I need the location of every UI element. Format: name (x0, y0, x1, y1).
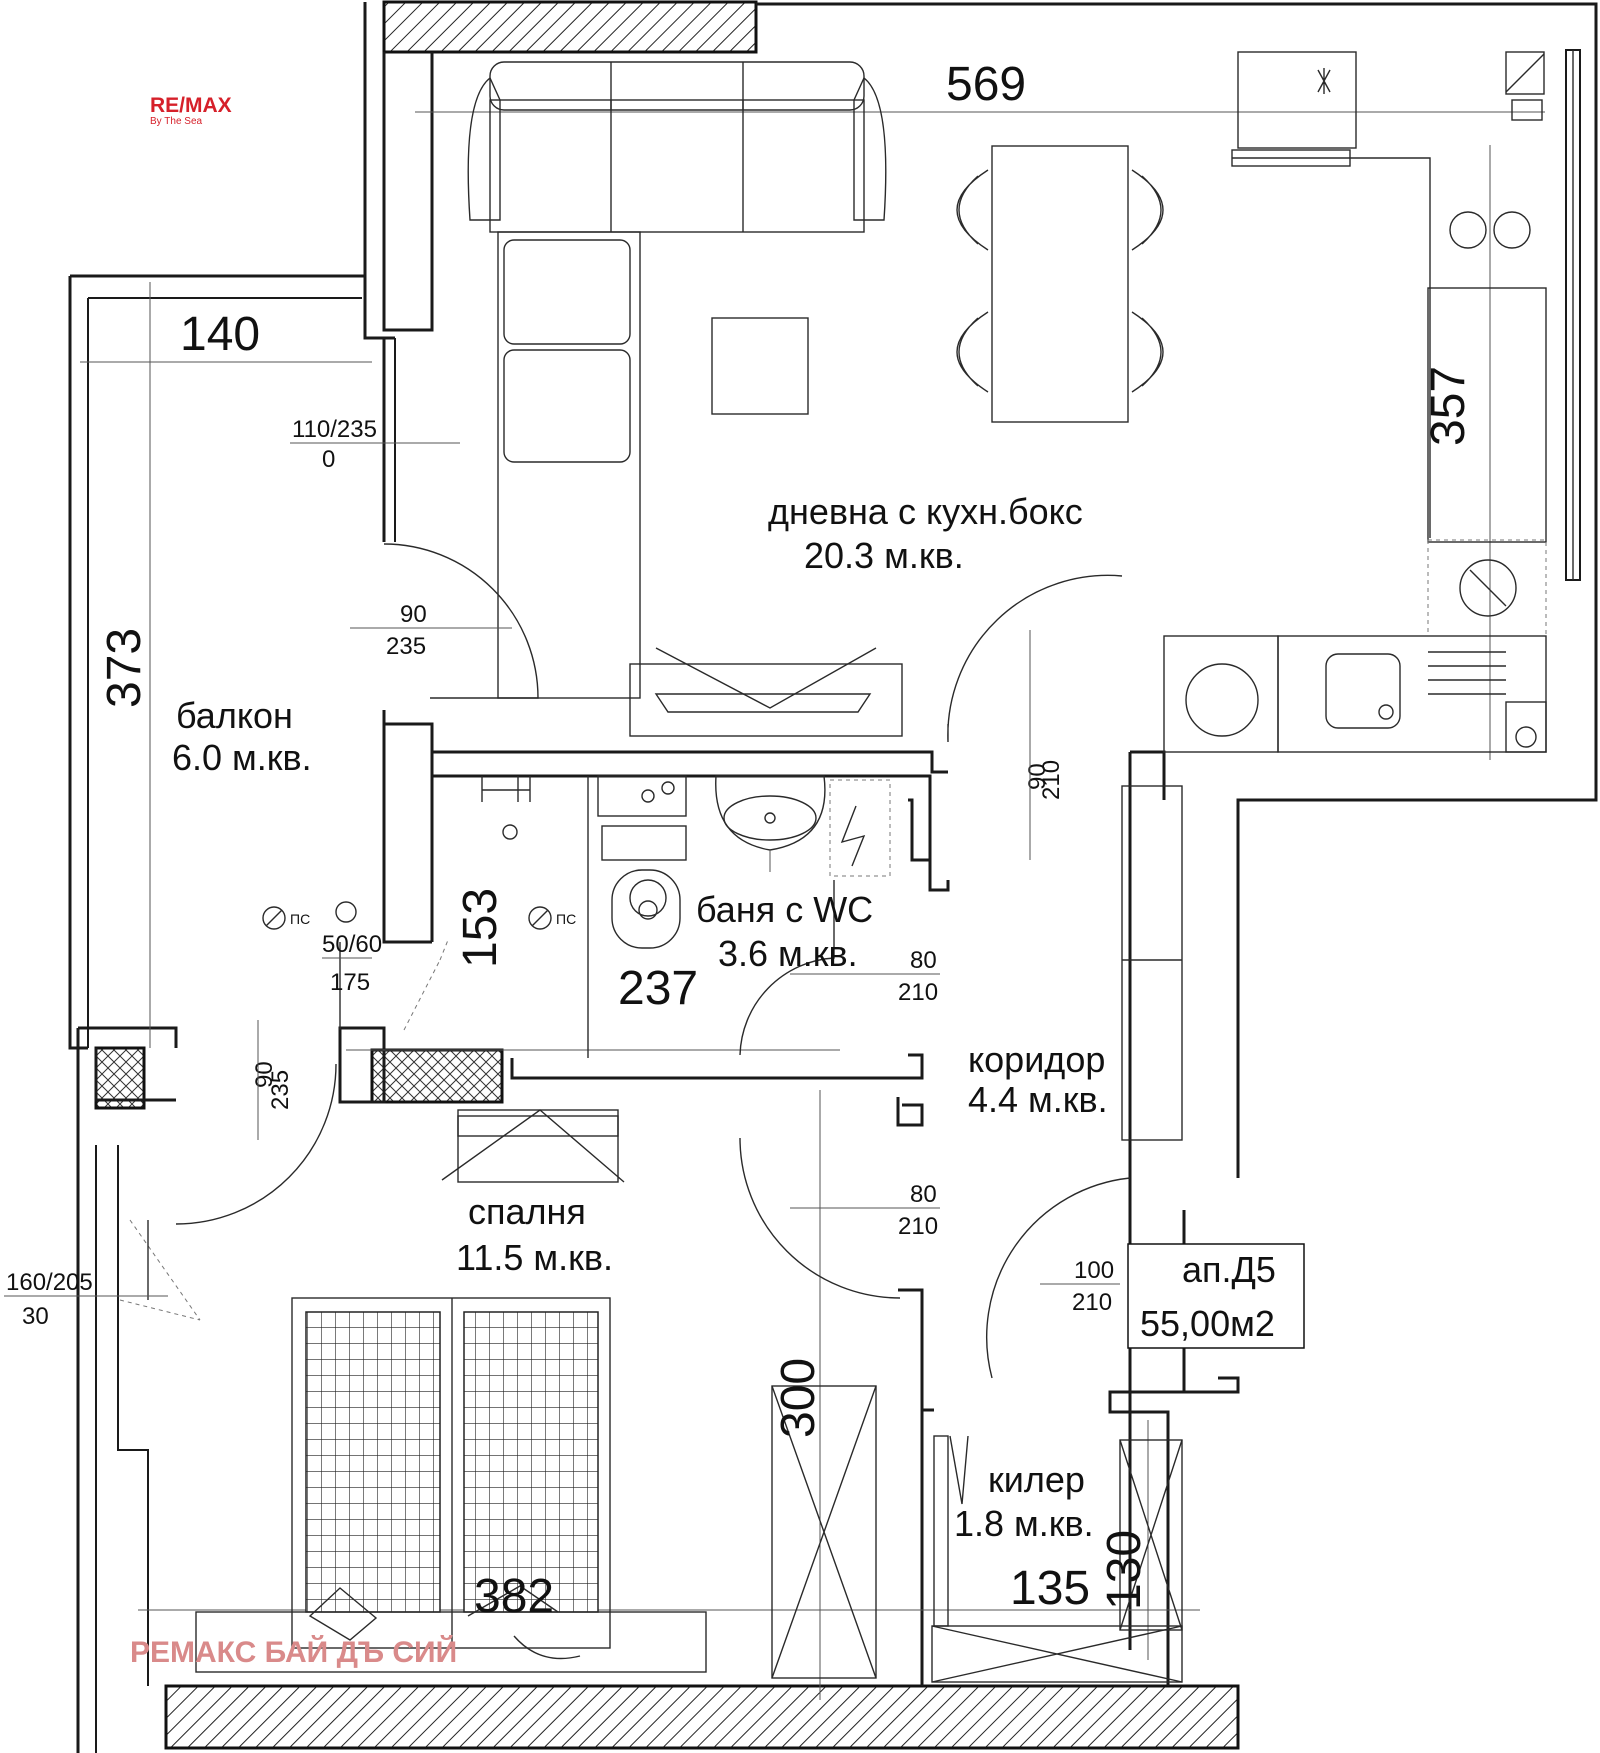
win-bedroom-top: 160/205 (6, 1269, 93, 1296)
walls (68, 0, 1598, 1753)
win-small-top: 50/60 (322, 931, 382, 958)
remax-logo: RE/MAX By The Sea (150, 94, 232, 127)
tv-unit (629, 647, 903, 737)
storage-shelves (931, 1435, 1183, 1683)
kitchen-counter (1163, 51, 1547, 753)
opening-labels: 110/235 0 90 235 90 210 50/60 175 80 210… (4, 416, 1120, 1330)
washbasin (715, 775, 826, 851)
win-balcony-top: 110/235 (292, 416, 377, 443)
room-bedroom-name: спалня (468, 1191, 586, 1232)
win-balcony-bottom: 0 (322, 446, 335, 473)
room-corridor-area: 4.4 м.кв. (968, 1079, 1108, 1120)
dining-table (956, 145, 1164, 423)
kitchen-sink (1325, 653, 1401, 729)
toilet (611, 869, 681, 949)
dim-storage-width: 135 (1010, 1562, 1090, 1615)
corridor-wardrobe (1121, 785, 1183, 1141)
watermark-text: РЕМАКС БАЙ ДЪ СИЙ (130, 1635, 457, 1669)
shaft-markers: ПС ПС (262, 901, 576, 930)
dim-living-width: 569 (946, 58, 1026, 111)
room-balcony-area: 6.0 м.кв. (172, 737, 312, 778)
top-structural-wall (382, 0, 758, 54)
bottom-structural-wall (164, 1684, 1240, 1750)
shaft-label-balcony: ПС (290, 911, 310, 927)
room-balcony-name: балкон (176, 695, 293, 736)
dim-wardrobe-length: 300 (772, 1358, 825, 1438)
sofa (467, 61, 887, 699)
room-labels: дневна с кухн.бокс 20.3 м.кв. балкон 6.0… (172, 491, 1108, 1544)
dimension-lines (80, 111, 1545, 1700)
column-middle (370, 1048, 504, 1104)
room-bedroom-area: 11.5 м.кв. (456, 1237, 613, 1278)
washing-machine (1163, 635, 1279, 753)
dim-balcony-width: 140 (180, 308, 260, 361)
dim-bath-inner: 153 (454, 888, 507, 968)
door-living-balcony-bottom: 235 (386, 633, 426, 660)
logo-tagline: By The Sea (150, 116, 203, 127)
apartment-area: 55,00м2 (1140, 1303, 1275, 1344)
boiler (829, 779, 891, 877)
door-bed-balcony-top: 90 (251, 1061, 278, 1088)
apartment-info-box: ап.Д5 55,00м2 (1127, 1243, 1305, 1349)
room-living-name: дневна с кухн.бокс (768, 491, 1083, 532)
dimension-values: 569 357 140 373 153 237 382 300 135 130 (98, 58, 1475, 1623)
door-living-balcony-top: 90 (400, 601, 427, 628)
door-bath-top: 80 (910, 947, 937, 974)
room-living-area: 20.3 м.кв. (804, 535, 964, 576)
door-entrance-bottom: 210 (1072, 1289, 1112, 1316)
apartment-code: ап.Д5 (1182, 1249, 1276, 1290)
dresser (441, 1109, 625, 1183)
dim-balcony-height: 373 (98, 628, 151, 708)
room-storage-area: 1.8 м.кв. (954, 1503, 1094, 1544)
door-entrance-top: 100 (1074, 1257, 1114, 1284)
shaft-label-bath: ПС (556, 911, 576, 927)
coffee-table (711, 317, 809, 415)
dim-bedroom-width: 382 (474, 1570, 554, 1623)
bed (195, 1297, 707, 1673)
door-bath-bottom: 210 (898, 979, 938, 1006)
bedroom-wardrobe (771, 1385, 877, 1679)
dim-bath-width: 237 (618, 962, 698, 1015)
room-bath-area: 3.6 м.кв. (718, 933, 858, 974)
dim-storage-height: 130 (1098, 1530, 1151, 1610)
bathroom-fixtures (481, 775, 891, 1058)
door-swings (119, 543, 1131, 1379)
win-small-bottom: 175 (330, 969, 370, 996)
logo-brand: RE/MAX (150, 94, 232, 117)
room-corridor-name: коридор (968, 1039, 1105, 1080)
win-bedroom-bottom: 30 (22, 1303, 49, 1330)
dim-kitchen-height: 357 (1422, 366, 1475, 446)
room-storage-name: килер (988, 1459, 1085, 1500)
room-bath-name: баня с WC (696, 889, 873, 930)
door-entry-kitchen-top: 90 (1024, 763, 1051, 790)
door-entry-kitchen-bottom: 210 (1038, 760, 1065, 800)
door-bedroom-bottom: 210 (898, 1213, 938, 1240)
door-bedroom-top: 80 (910, 1181, 937, 1208)
door-bed-balcony-bottom: 235 (267, 1070, 294, 1110)
